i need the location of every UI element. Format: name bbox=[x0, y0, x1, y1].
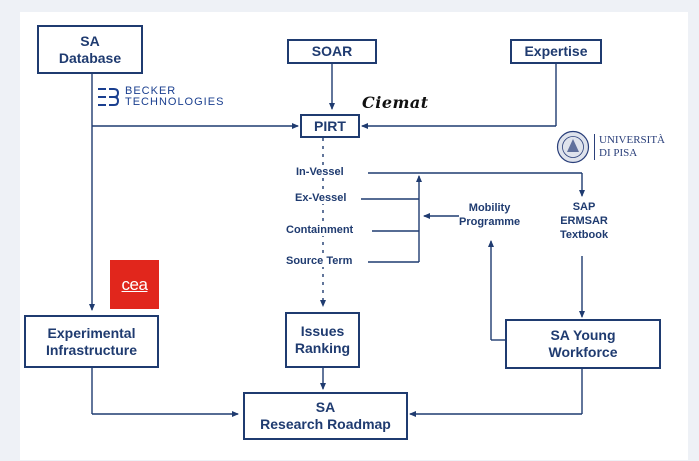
phenomenon-containment: Containment bbox=[284, 224, 356, 236]
sap-ermsar-textbook-label: SAP ERMSAR Textbook bbox=[560, 200, 608, 242]
pirt-box: PIRT bbox=[300, 114, 360, 138]
cea-word: cea bbox=[121, 274, 148, 294]
technologies-word: TECHNOLOGIES bbox=[125, 96, 225, 108]
expertise-box: Expertise bbox=[510, 39, 602, 64]
universita-word: UNIVERSITÀ bbox=[599, 134, 665, 146]
pisa-seal-icon bbox=[556, 130, 590, 164]
becker-mark-icon bbox=[98, 88, 119, 106]
sa-database-line2: Database bbox=[58, 49, 122, 66]
becker-word: BECKER bbox=[125, 85, 177, 97]
phenomenon-in-vessel: In-Vessel bbox=[294, 166, 346, 178]
expertise-label: Expertise bbox=[524, 43, 588, 59]
cea-logo: cea bbox=[110, 260, 159, 309]
issues-ranking-line1: Issues bbox=[300, 323, 345, 339]
textbook-line: Textbook bbox=[560, 229, 609, 241]
becker-technologies-logo: BECKER TECHNOLOGIES bbox=[97, 86, 224, 108]
experimental-infrastructure-line1: Experimental bbox=[47, 324, 136, 341]
sa-research-roadmap-line2: Research Roadmap bbox=[260, 416, 391, 432]
experimental-infrastructure-line2: Infrastructure bbox=[45, 341, 138, 358]
sa-research-roadmap-line1: SA bbox=[315, 399, 336, 415]
phenomenon-source-term: Source Term bbox=[284, 255, 355, 267]
phenomenon-ex-vessel: Ex-Vessel bbox=[293, 192, 349, 204]
pirt-label: PIRT bbox=[314, 117, 346, 134]
mobility-programme-label: Mobility Programme bbox=[459, 201, 520, 229]
ermsar-line: ERMSAR bbox=[560, 215, 608, 227]
issues-ranking-line2: Ranking bbox=[294, 340, 351, 356]
mobility-line2: Programme bbox=[459, 216, 521, 228]
sa-database-line1: SA bbox=[80, 32, 100, 49]
sap-line: SAP bbox=[572, 201, 596, 213]
sa-young-workforce-line2: Workforce bbox=[548, 344, 618, 360]
soar-box: SOAR bbox=[287, 39, 377, 64]
soar-label: SOAR bbox=[311, 43, 353, 59]
diagram-panel bbox=[20, 12, 688, 460]
universita-di-pisa-logo: UNIVERSITÀ DI PISA bbox=[556, 130, 665, 164]
sa-young-workforce-line1: SA Young bbox=[550, 327, 616, 343]
di-pisa-word: DI PISA bbox=[599, 147, 638, 159]
ciemat-logo: Ciemat bbox=[362, 93, 429, 112]
mobility-line1: Mobility bbox=[468, 202, 511, 214]
